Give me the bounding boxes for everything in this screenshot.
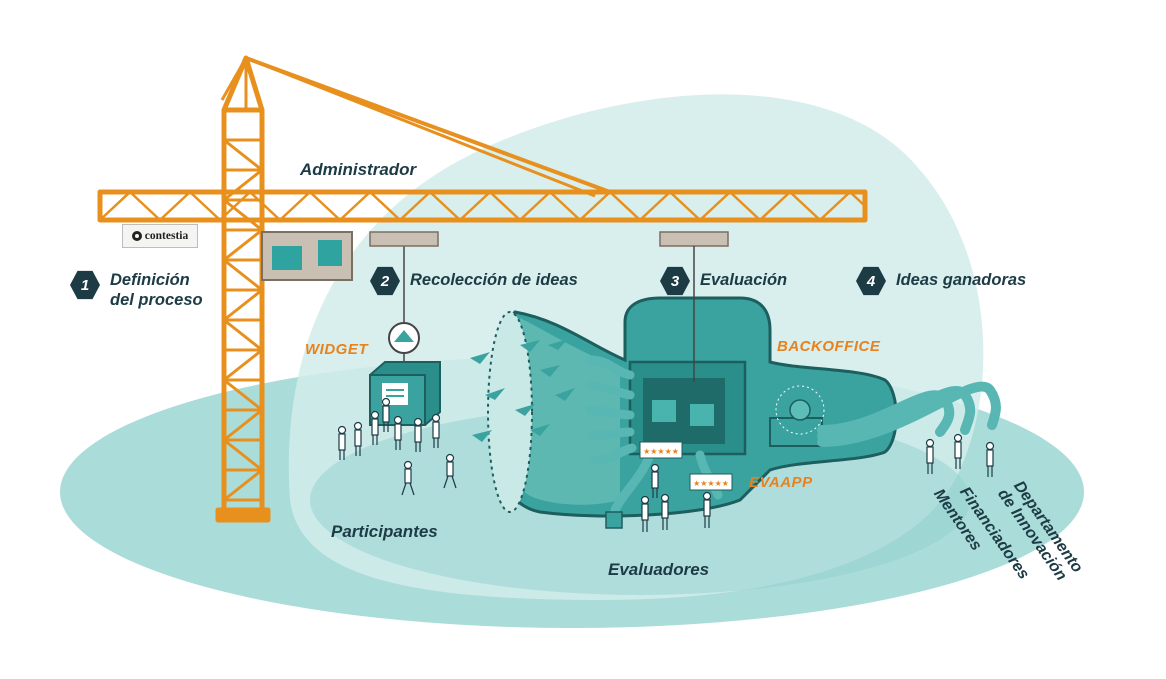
evaapp-label: EVAAPP	[749, 474, 813, 491]
contestia-logo: contestia	[122, 224, 198, 248]
machine-block-2	[690, 404, 714, 426]
step-2-badge: 2	[370, 266, 400, 296]
step-3-badge: 3	[660, 266, 690, 296]
logo-text: contestia	[144, 230, 189, 242]
step-2-text: Recolección de ideas	[410, 266, 578, 290]
rating-card-2	[689, 473, 733, 491]
step-2-line-1: Recolección de ideas	[410, 271, 578, 289]
step-3-line-1: Evaluación	[700, 271, 788, 289]
step-1-line-1: Definición	[110, 271, 190, 289]
machine-block-1	[652, 400, 676, 422]
step-1-text: Definición del proceso	[110, 270, 203, 310]
step-4-text: Ideas ganadoras	[896, 266, 1026, 290]
funnel-mouth	[487, 311, 533, 513]
svg-text:★★★★★: ★★★★★	[643, 447, 679, 456]
input-tubes	[585, 355, 637, 465]
output-tubes	[817, 381, 1001, 447]
brain-device	[769, 417, 823, 447]
crane	[97, 55, 868, 523]
step-3: 3 Evaluación	[660, 266, 787, 296]
funnel-machine: ★★★★★ ★★★★★	[487, 296, 1001, 529]
participant-figures	[337, 397, 457, 496]
backoffice-label: BACKOFFICE	[777, 338, 881, 355]
participantes-label: Participantes	[331, 522, 438, 541]
step-1-badge: 1	[70, 270, 100, 300]
bucket	[605, 511, 623, 529]
step-2: 2 Recolección de ideas	[370, 266, 578, 296]
step-4-badge: 4	[856, 266, 886, 296]
paper-planes	[470, 339, 575, 442]
crane-cab	[261, 231, 353, 281]
step-4-line-1: Ideas ganadoras	[896, 271, 1027, 289]
logo-mark-icon	[131, 231, 142, 241]
step-1: 1 Definición del proceso	[70, 270, 203, 310]
evaluator-figures	[640, 463, 712, 532]
brain-icon	[789, 399, 811, 421]
svg-text:★★★★★: ★★★★★	[693, 479, 729, 488]
rating-card-1	[639, 441, 683, 459]
evaluadores-label: Evaluadores	[608, 560, 710, 579]
widget-label: WIDGET	[305, 341, 368, 358]
step-3-text: Evaluación	[700, 266, 787, 290]
trolley-2	[659, 231, 729, 247]
step-1-line-2: del proceso	[110, 291, 203, 309]
recipient-figures	[925, 433, 995, 477]
brain-glow	[775, 385, 825, 435]
administrador-label: Administrador	[300, 160, 417, 179]
step-4: 4 Ideas ganadoras	[856, 266, 1026, 296]
trolley-1	[369, 231, 439, 247]
